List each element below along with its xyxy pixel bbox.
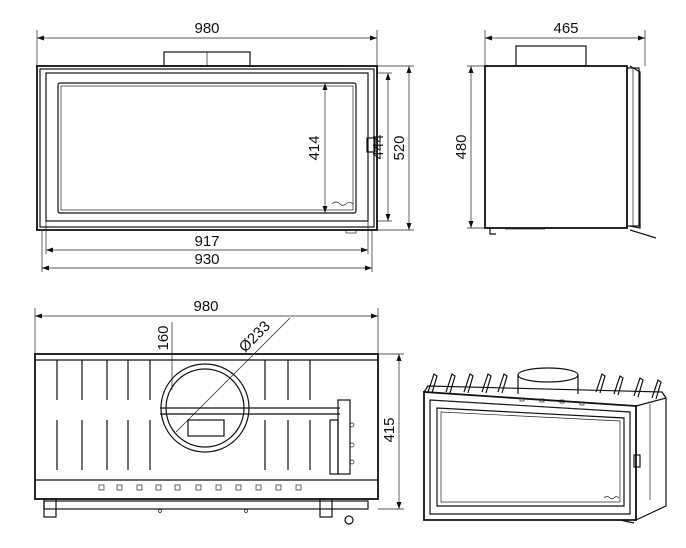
isometric-view [423, 367, 667, 524]
dim-side-height: 480 [453, 134, 470, 159]
dim-inner-height: 444 [370, 134, 387, 159]
dim-flue-diameter: Ø233 [236, 318, 274, 356]
dim-glass-height: 414 [306, 135, 323, 160]
front-view: 980 414 444 520 [36, 20, 414, 272]
dim-top-width: 980 [193, 298, 218, 315]
dim-total-height: 520 [391, 135, 408, 160]
dim-frame-width: 930 [194, 251, 219, 268]
dim-side-depth: 465 [553, 20, 578, 37]
side-view: 465 480 [453, 20, 657, 239]
dim-glass-width: 917 [194, 233, 219, 250]
top-view: 980 160 Ø233 [34, 298, 404, 525]
dim-top-depth: 415 [381, 417, 398, 442]
dim-flue-offset: 160 [155, 325, 172, 350]
dim-front-width: 980 [194, 20, 219, 37]
